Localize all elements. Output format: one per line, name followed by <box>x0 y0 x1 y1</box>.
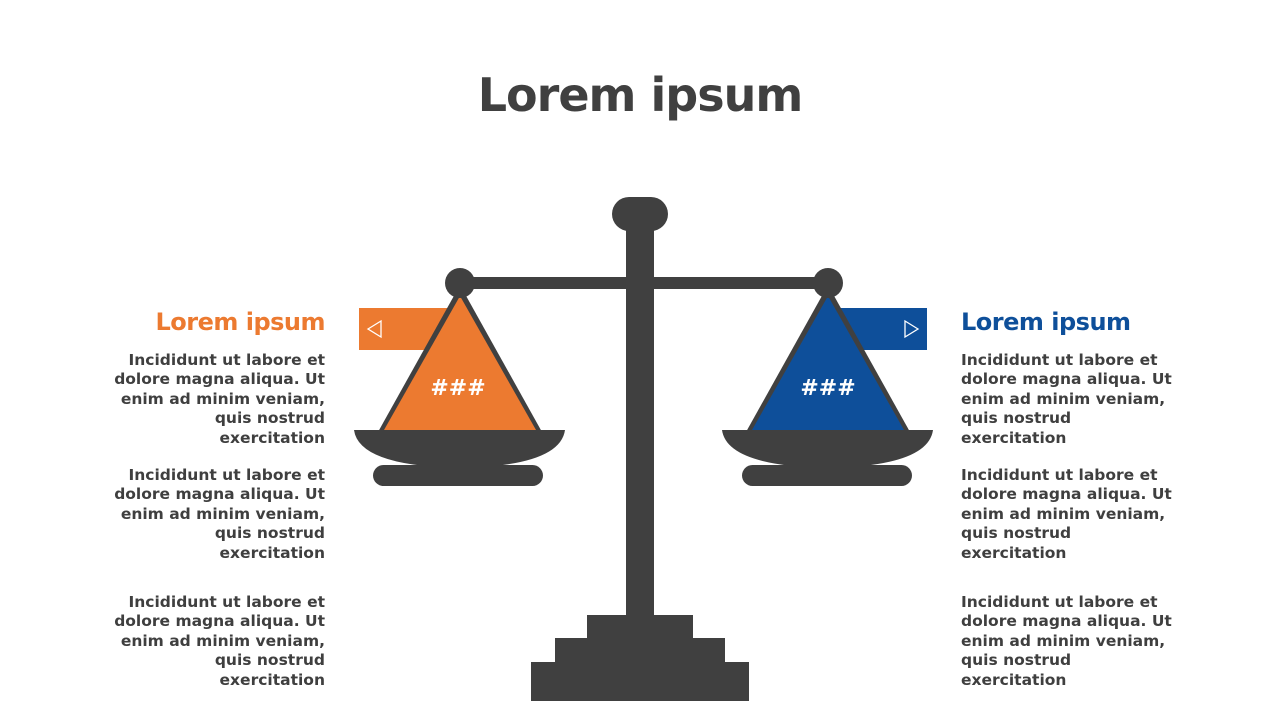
left-pivot <box>445 268 475 298</box>
left-paragraph-1: Incididunt ut labore et dolore magna ali… <box>114 351 325 447</box>
arrow-left-icon <box>366 319 382 339</box>
left-pan-bowl <box>354 430 565 468</box>
right-pivot <box>813 268 843 298</box>
right-paragraph-1: Incididunt ut labore et dolore magna ali… <box>961 351 1172 447</box>
right-paragraph-2: Incididunt ut labore et dolore magna ali… <box>961 466 1172 562</box>
right-heading: Lorem ipsum <box>961 308 1131 336</box>
page-title: Lorem ipsum <box>477 68 804 122</box>
arrow-right-icon <box>904 319 920 339</box>
right-pan-base <box>742 465 912 486</box>
right-pan-bowl <box>722 430 933 468</box>
base-step-top <box>587 615 693 640</box>
right-pan-triangle <box>752 296 904 430</box>
scale-post <box>626 222 654 622</box>
left-heading: Lorem ipsum <box>155 308 325 336</box>
left-paragraph-3: Incididunt ut labore et dolore magna ali… <box>114 593 325 689</box>
left-pan-triangle <box>384 296 536 430</box>
base-step-middle <box>555 638 725 664</box>
right-paragraph-3: Incididunt ut labore et dolore magna ali… <box>961 593 1172 689</box>
left-pan-label: ### <box>430 376 485 401</box>
left-pan-base <box>373 465 543 486</box>
base-step-bottom <box>531 662 749 701</box>
left-paragraph-2: Incididunt ut labore et dolore magna ali… <box>114 466 325 562</box>
right-pan-label: ### <box>800 376 855 401</box>
